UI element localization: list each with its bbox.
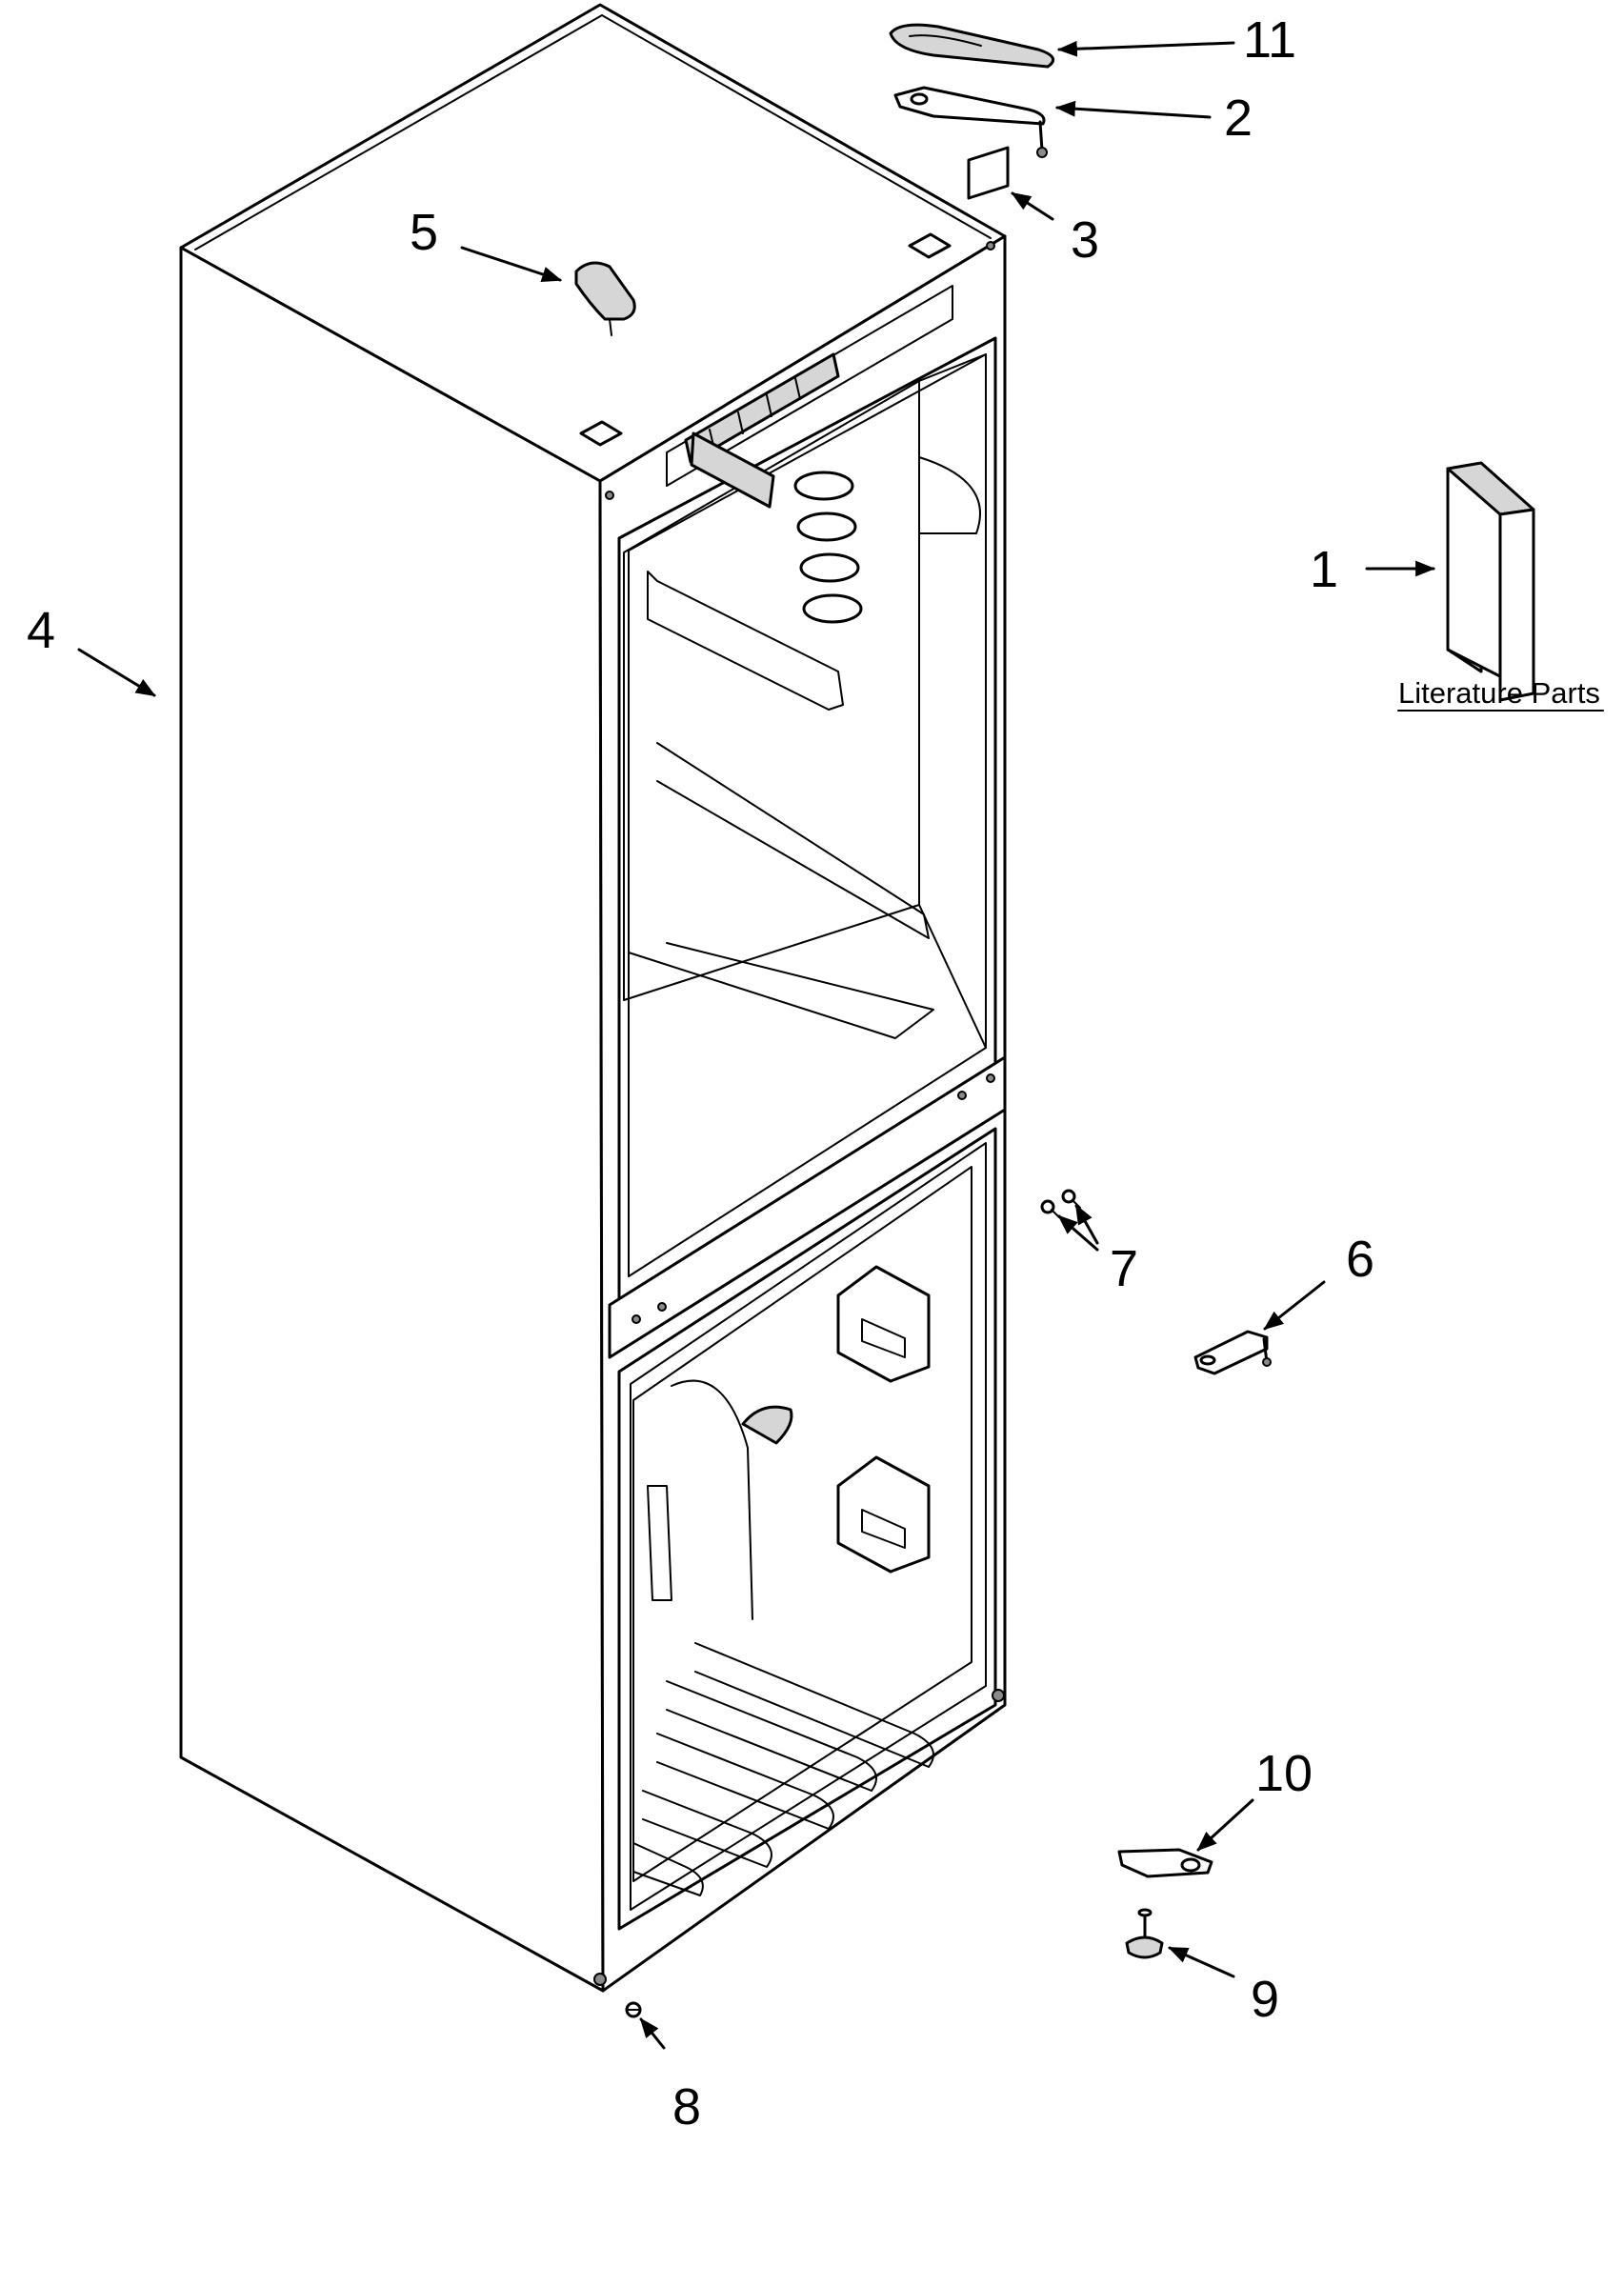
part-11-hinge-cover	[889, 23, 1055, 69]
cabinet	[179, 3, 1007, 1993]
callout-labels: 11 2 3 5 4 1 7 6 10 9 8	[27, 11, 1374, 2136]
part-8-screw	[625, 2001, 642, 2018]
part-9-leveling-leg	[1125, 1908, 1164, 1959]
literature-parts-label: Literature Parts	[1397, 676, 1604, 712]
part-6-middle-hinge	[1193, 1330, 1272, 1375]
callout-1: 1	[1310, 541, 1338, 598]
callout-6: 6	[1346, 1231, 1374, 1288]
callout-2: 2	[1224, 90, 1253, 147]
callout-3: 3	[1071, 211, 1099, 269]
callout-9: 9	[1251, 1971, 1279, 2028]
part-5-cap	[574, 261, 636, 336]
callout-10: 10	[1255, 1745, 1313, 1802]
part-7-screws	[1040, 1189, 1081, 1218]
callout-7: 7	[1110, 1240, 1138, 1297]
callout-4: 4	[27, 602, 55, 659]
freezer-floor-ribs	[632, 1642, 934, 1896]
part-2-top-hinge	[893, 86, 1048, 158]
literature-parts-text: Literature Parts	[1398, 676, 1600, 710]
shelf-supports	[793, 471, 863, 624]
part-3-shim	[967, 146, 1010, 200]
leader-lines	[77, 40, 1436, 2050]
part-10-bottom-hinge	[1117, 1848, 1213, 1878]
part-1-literature	[1446, 461, 1535, 702]
callout-5: 5	[410, 204, 438, 261]
callout-8: 8	[672, 2078, 701, 2136]
callout-11: 11	[1243, 11, 1296, 69]
